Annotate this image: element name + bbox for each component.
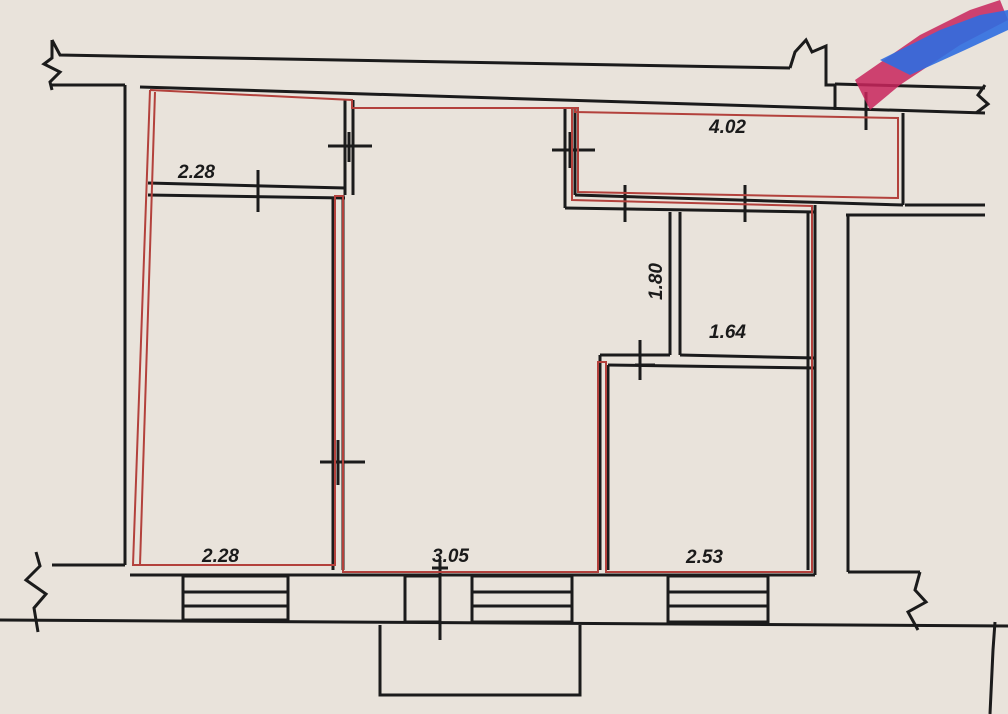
dimension-top-left-room: 2.28 [177, 162, 215, 183]
window-left [181, 574, 290, 622]
top-outer-wall-edge [50, 39, 791, 70]
right-edge-line [988, 621, 997, 714]
dimension-bottom-right: 2.53 [685, 547, 723, 568]
dimension-bottom-middle: 3.05 [432, 546, 469, 567]
dimension-bottom-left: 2.28 [201, 546, 239, 567]
right-top-break-mark [975, 84, 991, 115]
marker-stripe [855, 0, 1008, 110]
left-top-break-mark [41, 40, 63, 91]
dimension-corridor-top: 4.02 [708, 117, 746, 138]
left-room-divider-top [147, 181, 346, 190]
windows [181, 574, 770, 624]
apartment-outline [131, 89, 899, 573]
apartment-outline-left [139, 91, 156, 566]
corridor-bottom-wall [574, 193, 904, 207]
small-room-bottom-wall [679, 353, 816, 360]
left-room-divider-bottom [147, 193, 346, 200]
window-right [666, 574, 770, 624]
door-marks [256, 92, 868, 640]
top-notch [788, 37, 837, 110]
entrance-box [378, 625, 582, 697]
top-inner-wall-edge [139, 85, 986, 115]
dimension-small-room: 1.64 [709, 322, 746, 343]
window-middle [470, 574, 574, 624]
right-bottom-break-mark [905, 571, 929, 631]
corridor-bottom-wall-2 [564, 206, 816, 214]
left-bottom-break-mark [23, 551, 49, 633]
dimension-corridor-width: 1.80 [646, 263, 667, 300]
